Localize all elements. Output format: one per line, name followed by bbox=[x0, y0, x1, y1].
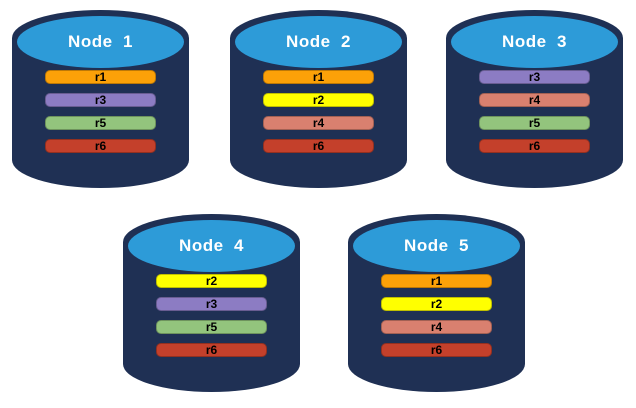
replica-label: r4 bbox=[312, 116, 325, 130]
replica-label: r5 bbox=[205, 320, 218, 334]
replica-label: r6 bbox=[94, 139, 107, 153]
node-2-replica-bar: r2 bbox=[263, 93, 374, 107]
node-1-replica-bar: r5 bbox=[45, 116, 156, 130]
node-5-replica-bar: r1 bbox=[381, 274, 492, 288]
replica-label: r1 bbox=[312, 70, 325, 84]
node-3: Node 3 r3 r4 r5 r6 bbox=[446, 10, 623, 188]
node-3-replica-bar: r5 bbox=[479, 116, 590, 130]
node-1-replica-bar: r1 bbox=[45, 70, 156, 84]
node-3-cylinder-top: Node 3 bbox=[451, 16, 618, 68]
node-1-replica-bar: r6 bbox=[45, 139, 156, 153]
replica-label: r3 bbox=[205, 297, 218, 311]
node-1-title: Node 1 bbox=[68, 32, 133, 51]
node-4-replica-list: r2 r3 r5 r6 bbox=[156, 274, 267, 357]
replica-label: r6 bbox=[528, 139, 541, 153]
node-5-cylinder-top: Node 5 bbox=[353, 220, 520, 272]
node-5-title: Node 5 bbox=[404, 236, 469, 255]
node-2: Node 2 r1 r2 r4 r6 bbox=[230, 10, 407, 188]
node-4-cylinder-top: Node 4 bbox=[128, 220, 295, 272]
node-5-replica-bar: r4 bbox=[381, 320, 492, 334]
node-1-replica-bar: r3 bbox=[45, 93, 156, 107]
node-3-replica-bar: r4 bbox=[479, 93, 590, 107]
node-3-replica-bar: r6 bbox=[479, 139, 590, 153]
replica-label: r6 bbox=[312, 139, 325, 153]
replica-label: r2 bbox=[205, 274, 218, 288]
node-3-title: Node 3 bbox=[502, 32, 567, 51]
node-2-replica-bar: r6 bbox=[263, 139, 374, 153]
replica-label: r2 bbox=[430, 297, 443, 311]
node-2-cylinder-top: Node 2 bbox=[235, 16, 402, 68]
node-2-replica-list: r1 r2 r4 r6 bbox=[263, 70, 374, 153]
replica-label: r5 bbox=[94, 116, 107, 130]
node-4-replica-bar: r5 bbox=[156, 320, 267, 334]
node-4-replica-bar: r3 bbox=[156, 297, 267, 311]
node-1-cylinder-top: Node 1 bbox=[17, 16, 184, 68]
node-3-replica-list: r3 r4 r5 r6 bbox=[479, 70, 590, 153]
node-4-replica-bar: r6 bbox=[156, 343, 267, 357]
replica-label: r4 bbox=[528, 93, 541, 107]
replica-label: r3 bbox=[528, 70, 541, 84]
replica-label: r5 bbox=[528, 116, 541, 130]
node-4-title: Node 4 bbox=[179, 236, 244, 255]
replica-label: r2 bbox=[312, 93, 325, 107]
node-4: Node 4 r2 r3 r5 r6 bbox=[123, 214, 300, 392]
node-5-replica-bar: r6 bbox=[381, 343, 492, 357]
node-4-replica-bar: r2 bbox=[156, 274, 267, 288]
node-3-replica-bar: r3 bbox=[479, 70, 590, 84]
node-1: Node 1 r1 r3 r5 r6 bbox=[12, 10, 189, 188]
node-5-replica-bar: r2 bbox=[381, 297, 492, 311]
replica-label: r4 bbox=[430, 320, 443, 334]
node-2-replica-bar: r4 bbox=[263, 116, 374, 130]
node-1-replica-list: r1 r3 r5 r6 bbox=[45, 70, 156, 153]
replica-label: r1 bbox=[94, 70, 107, 84]
replica-label: r6 bbox=[205, 343, 218, 357]
replica-label: r3 bbox=[94, 93, 107, 107]
node-5: Node 5 r1 r2 r4 r6 bbox=[348, 214, 525, 392]
node-2-title: Node 2 bbox=[286, 32, 351, 51]
replica-label: r1 bbox=[430, 274, 443, 288]
replica-label: r6 bbox=[430, 343, 443, 357]
node-5-replica-list: r1 r2 r4 r6 bbox=[381, 274, 492, 357]
node-2-replica-bar: r1 bbox=[263, 70, 374, 84]
